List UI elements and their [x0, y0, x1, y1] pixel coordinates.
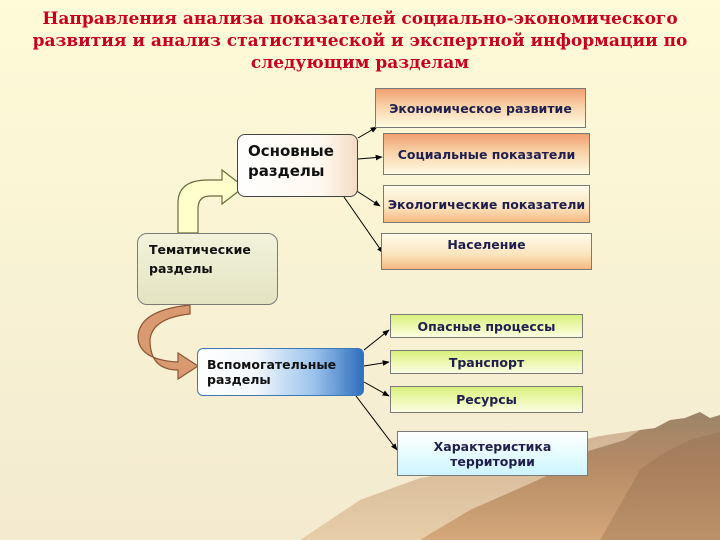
auxiliary-sections-node: Вспомогательные разделы	[197, 348, 364, 396]
connector-main-1	[357, 126, 378, 139]
connector-main-2	[357, 154, 383, 161]
main-sections-node: Основные разделы	[237, 134, 358, 197]
thematic-sections-node: Тематические разделы	[137, 233, 278, 305]
mountains-near	[420, 412, 720, 540]
main-item-population: Население	[381, 233, 592, 270]
main-item-ecology: Экологические показатели	[383, 185, 590, 223]
arrow-thematic-to-main	[177, 168, 245, 234]
main-item-economic: Экономическое развитие	[375, 88, 586, 128]
aux-item-hazards: Опасные процессы	[390, 314, 583, 338]
aux-item-transport: Транспорт	[390, 350, 583, 374]
aux-item-resources: Ресурсы	[390, 386, 583, 413]
slide-title: Направления анализа показателей социальн…	[32, 9, 688, 73]
connector-aux-1	[363, 329, 390, 351]
connector-aux-4	[355, 395, 398, 451]
mountain-ridge-shade	[600, 432, 720, 540]
main-item-social: Социальные показатели	[383, 133, 590, 175]
connector-aux-2	[363, 360, 390, 367]
aux-item-territory: Характеристика территории	[397, 431, 588, 476]
connector-aux-3	[363, 381, 390, 397]
connector-main-4	[343, 196, 384, 254]
